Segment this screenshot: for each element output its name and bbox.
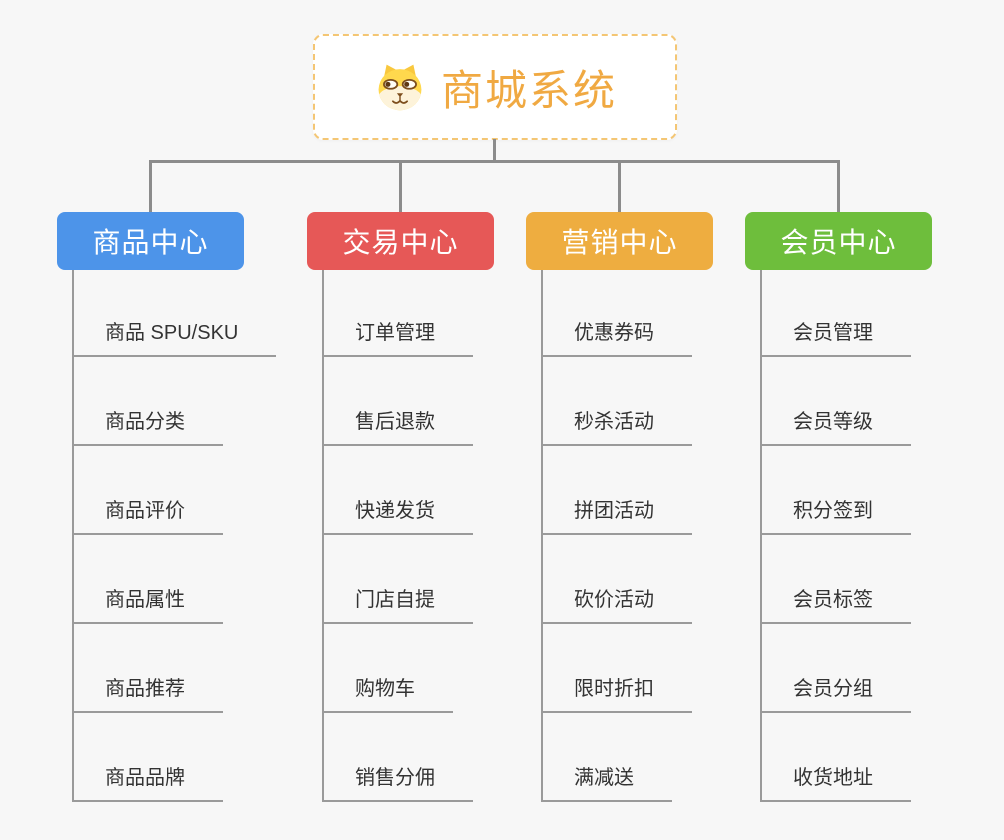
leaf-aftersale-refund[interactable]: 售后退款	[322, 408, 473, 446]
connector-drop-product	[149, 160, 152, 213]
leaf-product-category[interactable]: 商品分类	[72, 408, 223, 446]
leaf-group-buy[interactable]: 拼团活动	[541, 497, 692, 535]
leaf-sales-commission[interactable]: 销售分佣	[322, 764, 473, 802]
leaf-coupon-code[interactable]: 优惠券码	[541, 319, 692, 357]
branch-node-product-center[interactable]: 商品中心	[57, 212, 244, 270]
root-node-mall-system[interactable]: 商城系统	[313, 34, 677, 140]
leaf-flash-sale[interactable]: 秒杀活动	[541, 408, 692, 446]
leaf-product-recommend[interactable]: 商品推荐	[72, 675, 223, 713]
leaf-order-management[interactable]: 订单管理	[322, 319, 473, 357]
leaf-express-delivery[interactable]: 快递发货	[322, 497, 473, 535]
connector-bus	[149, 160, 840, 163]
trunk-line-trade	[322, 270, 324, 802]
branch-node-trade-center[interactable]: 交易中心	[307, 212, 494, 270]
leaf-member-level[interactable]: 会员等级	[760, 408, 911, 446]
connector-drop-member	[837, 160, 840, 213]
trunk-line-member	[760, 270, 762, 802]
branch-node-member-center[interactable]: 会员中心	[745, 212, 932, 270]
leaf-shopping-cart[interactable]: 购物车	[322, 675, 453, 713]
leaf-product-attribute[interactable]: 商品属性	[72, 586, 223, 624]
trunk-line-product	[72, 270, 74, 802]
connector-drop-trade	[399, 160, 402, 213]
leaf-spend-and-save[interactable]: 满减送	[541, 764, 672, 802]
root-title: 商城系统	[440, 66, 617, 114]
branch-node-marketing-center[interactable]: 营销中心	[526, 212, 713, 270]
leaf-store-pickup[interactable]: 门店自提	[322, 586, 473, 624]
connector-drop-marketing	[618, 160, 621, 213]
dog-face-icon	[378, 64, 422, 111]
leaf-member-groups[interactable]: 会员分组	[760, 675, 911, 713]
leaf-member-tags[interactable]: 会员标签	[760, 586, 911, 624]
trunk-line-marketing	[541, 270, 543, 802]
leaf-product-spu-sku[interactable]: 商品 SPU/SKU	[72, 319, 277, 357]
leaf-product-review[interactable]: 商品评价	[72, 497, 223, 535]
leaf-product-brand[interactable]: 商品品牌	[72, 764, 223, 802]
leaf-shipping-address[interactable]: 收货地址	[760, 764, 911, 802]
leaf-bargain-activity[interactable]: 砍价活动	[541, 586, 692, 624]
leaf-limited-time-discount[interactable]: 限时折扣	[541, 675, 692, 713]
connector-root-drop	[493, 139, 496, 162]
leaf-points-checkin[interactable]: 积分签到	[760, 497, 911, 535]
leaf-member-management[interactable]: 会员管理	[760, 319, 911, 357]
